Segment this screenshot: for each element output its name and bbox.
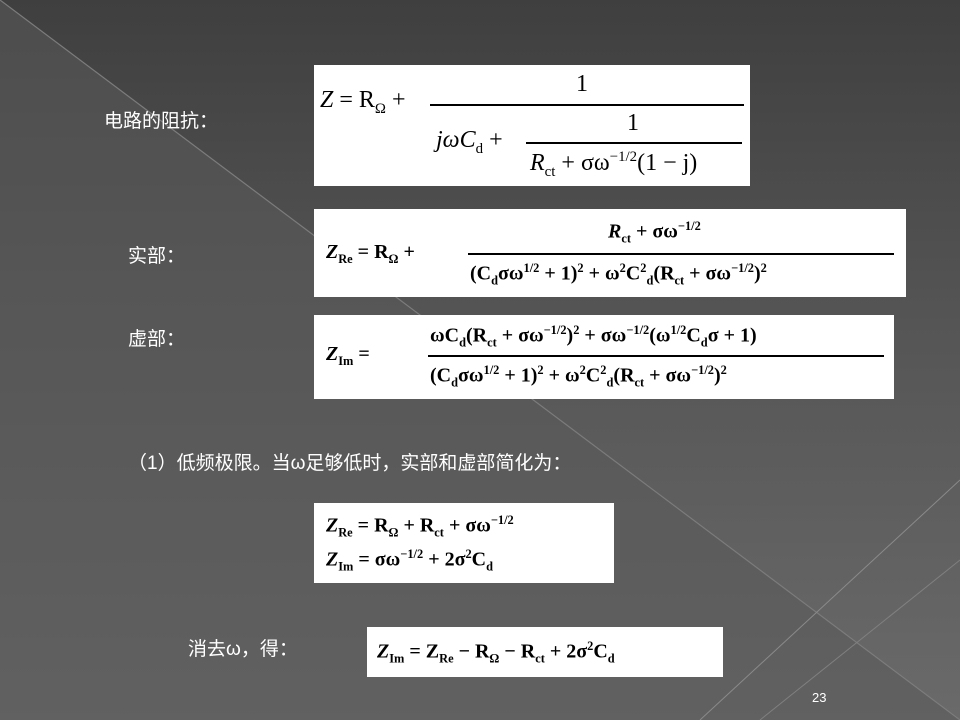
imag-part-label: 虚部：	[128, 329, 186, 350]
eq4-real-line: ZRe = RΩ + Rct + σω−1/2	[326, 513, 514, 540]
impedance-label: 电路的阻抗：	[104, 111, 219, 132]
background-corner-line	[699, 479, 960, 720]
real-part-label: 实部：	[128, 246, 186, 267]
eq1-inner-fraction-bar	[526, 142, 742, 144]
eliminate-label: 消去ω，得：	[188, 639, 298, 660]
eq1-numerator: 1	[576, 71, 588, 97]
eq3-fraction-bar	[428, 355, 884, 357]
eq2-fraction-bar	[468, 253, 894, 255]
impedance-equation: Z = RΩ + 1 jωCd + 1 Rct + σω−1/2(1 − j)	[314, 65, 750, 186]
background-corner-line-2	[759, 559, 960, 720]
imaginary-part-equation: ZIm = ωCd(Rct + σω−1/2)2 + σω−1/2(ω1/2Cd…	[314, 315, 894, 399]
page-number: 23	[812, 690, 827, 705]
eq4-imag-line: ZIm = σω−1/2 + 2σ2Cd	[326, 547, 494, 574]
eq1-z: Z	[320, 87, 334, 113]
eliminated-omega-equation: ZIm = ZRe − RΩ − Rct + 2σ2Cd	[367, 627, 723, 677]
eq1-main-fraction-bar	[430, 104, 744, 106]
low-frequency-equations: ZRe = RΩ + Rct + σω−1/2 ZIm = σω−1/2 + 2…	[314, 503, 614, 583]
low-frequency-label: （1）低频极限。当ω足够低时，实部和虚部简化为：	[128, 453, 572, 474]
real-part-equation: ZRe = RΩ + Rct + σω−1/2 (Cdσω1/2 + 1)2 +…	[314, 209, 906, 297]
eq1-inner-numerator: 1	[627, 110, 639, 136]
